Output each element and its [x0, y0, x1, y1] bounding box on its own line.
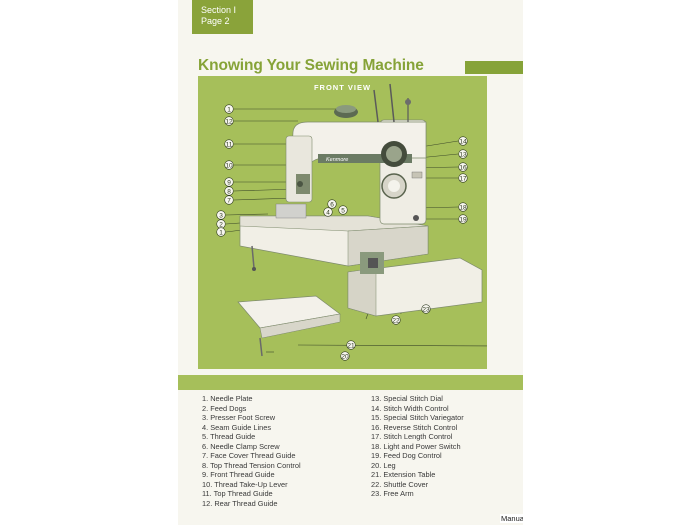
part-item: 12. Rear Thread Guide — [202, 498, 278, 508]
diagram-heading: FRONT VIEW — [313, 83, 372, 92]
svg-text:22: 22 — [392, 317, 400, 324]
svg-text:1: 1 — [227, 106, 231, 113]
callout-22: 22 — [391, 315, 401, 325]
callout-6: 6 — [327, 199, 337, 209]
callout-19: 19 — [458, 214, 468, 224]
callout-7: 7 — [224, 195, 234, 205]
callout-20: 20 — [340, 351, 350, 361]
part-item: 2. Feed Dogs — [202, 403, 247, 413]
svg-text:23: 23 — [422, 306, 430, 313]
part-item: 9. Front Thread Guide — [202, 470, 275, 479]
svg-text:9: 9 — [227, 179, 231, 186]
callout-9: 9 — [224, 177, 234, 187]
part-item: 11. Top Thread Guide — [202, 489, 273, 498]
part-item: 14. Stitch Width Control — [371, 403, 449, 413]
part-item: 22. Shuttle Cover — [371, 479, 429, 489]
callout-14: 14 — [458, 136, 468, 146]
part-item: 7. Face Cover Thread Guide — [202, 451, 296, 460]
part-item: 15. Special Stitch Variegator — [371, 413, 464, 422]
title-row: Knowing Your Sewing Machine — [178, 56, 523, 80]
page-title: Knowing Your Sewing Machine — [198, 57, 424, 74]
callout-markers: 1 12 11 10 9 8 7 3 2 1 6 4 5 14 13 16 17… — [216, 104, 468, 361]
callout-4: 4 — [323, 207, 333, 217]
part-item: 19. Feed Dog Control — [371, 451, 442, 460]
callout-8: 8 — [224, 186, 234, 196]
svg-text:21: 21 — [347, 342, 355, 349]
extension-table — [237, 295, 341, 357]
parts-list-right: 13. Special Stitch Dial 14. Stitch Width… — [371, 394, 464, 499]
callout-11: 11 — [224, 139, 234, 149]
part-item: 20. Leg — [371, 460, 396, 470]
part-item: 3. Presser Foot Screw — [202, 413, 276, 422]
page-label: Page 2 — [201, 16, 230, 26]
svg-text:3: 3 — [219, 212, 223, 219]
part-item: 17. Stitch Length Control — [371, 432, 453, 441]
svg-text:14: 14 — [459, 138, 467, 145]
part-item: 10. Thread Take-Up Lever — [202, 479, 288, 489]
callout-23: 23 — [421, 304, 431, 314]
part-item: 13. Special Stitch Dial — [371, 394, 443, 403]
svg-text:4: 4 — [326, 209, 330, 216]
part-item: 4. Seam Guide Lines — [202, 422, 272, 432]
machine-body: Kenmore — [239, 83, 429, 271]
callout-10: 10 — [224, 160, 234, 170]
part-item: 18. Light and Power Switch — [371, 441, 461, 451]
svg-text:6: 6 — [330, 201, 334, 208]
part-item: 6. Needle Clamp Screw — [202, 441, 280, 451]
legend-separator-band — [178, 375, 523, 390]
section-label: Section I — [201, 5, 237, 15]
part-item: 1. Needle Plate — [202, 394, 253, 403]
title-accent-bar — [465, 61, 523, 74]
callout-3: 3 — [216, 210, 226, 220]
callout-12: 12 — [224, 116, 234, 126]
callout-1b: 1 — [216, 227, 226, 237]
callout-1: 1 — [224, 104, 234, 114]
callout-5: 5 — [338, 205, 348, 215]
svg-text:19: 19 — [459, 216, 467, 223]
svg-text:18: 18 — [459, 204, 467, 211]
svg-text:17: 17 — [459, 175, 467, 182]
watermark-text: Manualsoncd.com — [500, 514, 523, 523]
section-tab: Section I Page 2 — [192, 0, 253, 34]
svg-text:8: 8 — [227, 188, 231, 195]
part-item: 8. Top Thread Tension Control — [202, 460, 301, 470]
manual-page: Section I Page 2 Knowing Your Sewing Mac… — [178, 0, 523, 525]
callout-13: 13 — [458, 149, 468, 159]
part-item: 23. Free Arm — [371, 489, 414, 498]
sewing-machine-illustration: Kenmore — [216, 83, 487, 361]
brand-logo: Kenmore — [326, 157, 348, 163]
svg-text:5: 5 — [341, 207, 345, 214]
callout-18: 18 — [458, 202, 468, 212]
part-item: 16. Reverse Stitch Control — [371, 422, 458, 432]
svg-text:2: 2 — [219, 221, 223, 228]
callout-17: 17 — [458, 173, 468, 183]
svg-text:1: 1 — [219, 229, 223, 236]
svg-text:10: 10 — [225, 162, 233, 169]
part-item: 21. Extension Table — [371, 470, 436, 479]
svg-text:20: 20 — [341, 353, 349, 360]
front-view-diagram: FRONT VIEW — [198, 76, 487, 369]
svg-text:11: 11 — [226, 141, 233, 148]
svg-text:16: 16 — [459, 164, 467, 171]
svg-text:12: 12 — [225, 118, 233, 125]
callout-2: 2 — [216, 219, 226, 229]
parts-list-left: 1. Needle Plate 2. Feed Dogs 3. Presser … — [202, 394, 301, 508]
free-arm-view — [347, 252, 483, 317]
callout-21: 21 — [346, 340, 356, 350]
part-item: 5. Thread Guide — [202, 432, 256, 441]
svg-text:7: 7 — [227, 197, 231, 204]
callout-16: 16 — [458, 162, 468, 172]
svg-text:13: 13 — [459, 151, 467, 158]
